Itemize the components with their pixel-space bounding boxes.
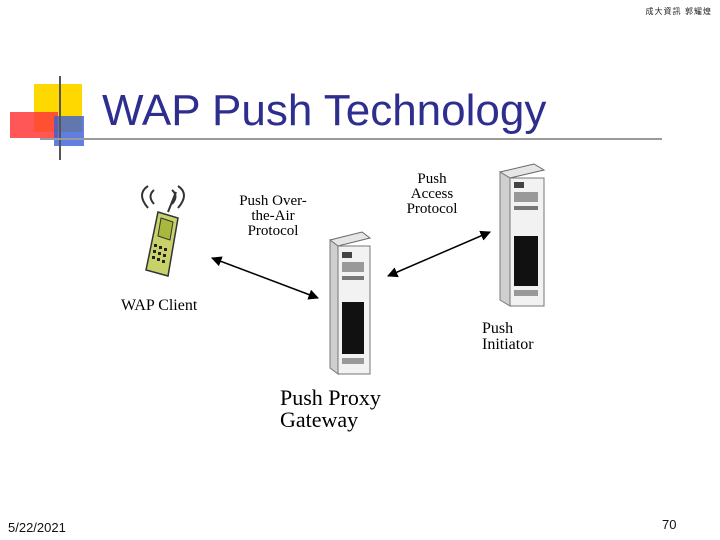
pap-label-line-3: Protocol [406,201,458,217]
footer-date: 5/22/2021 [8,520,66,535]
ppg-label: Push Proxy Gateway [280,387,381,431]
wap-client-label: WAP Client [121,297,198,314]
push-initiator-label-line-1: Push [482,320,514,337]
page-number: 70 [662,517,677,532]
ppg-label-line-2: Gateway [280,407,359,432]
deco-blue-square [54,116,84,146]
ota-arrow [211,256,319,300]
pap-arrow [387,230,491,278]
mobile-phone-icon [141,185,185,277]
pap-label-line-1: Push [417,171,447,187]
slide-title: WAP Push Technology [102,86,547,135]
push-initiator-label: Push Initiator [482,321,534,353]
pap-label: Push Access Protocol [396,172,468,217]
header-corner-text: 成大資訊 郭耀煌 [645,7,712,16]
title-underline [40,138,662,140]
push-ota-label: Push Over- the-Air Protocol [228,194,318,239]
push-ota-label-line-3: Protocol [247,223,299,239]
push-initiator-label-line-2: Initiator [482,336,534,353]
push-ota-label-line-2: the-Air [251,208,295,224]
deco-red-square [10,112,58,138]
connection-arrows [211,230,491,300]
push-ota-label-line-1: Push Over- [239,193,307,209]
ppg-server-icon [328,231,372,375]
title-decoration [10,76,84,160]
ppg-label-line-1: Push Proxy [280,385,381,410]
pap-label-line-2: Access [410,186,454,202]
initiator-server-icon [498,163,546,307]
